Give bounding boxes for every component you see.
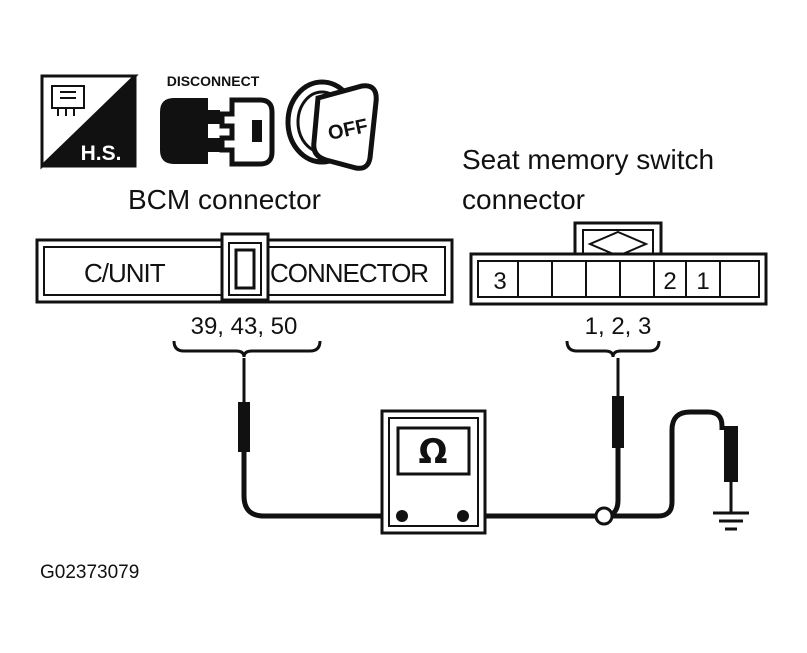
ground-lead bbox=[612, 409, 738, 519]
bcm-connector-title: BCM connector bbox=[128, 184, 321, 215]
disconnect-icon: DISCONNECT bbox=[160, 73, 275, 167]
bcm-pin-brace bbox=[172, 340, 322, 358]
ohmmeter: Ω bbox=[380, 409, 487, 535]
bcm-right-tab-label: CONNECTOR bbox=[270, 258, 428, 288]
bcm-connector: C/UNIT CONNECTOR bbox=[35, 232, 454, 304]
bcm-left-tab-label: C/UNIT bbox=[84, 258, 166, 288]
figure-code: G02373079 bbox=[40, 562, 139, 583]
seat-cell-3-label: 3 bbox=[493, 268, 506, 295]
harness-side-label: H.S. bbox=[81, 142, 122, 165]
ground-symbol bbox=[713, 511, 749, 531]
seat-cell-1-label: 1 bbox=[696, 268, 709, 295]
seat-switch-title-line1: Seat memory switch bbox=[462, 144, 714, 175]
disconnect-label: DISCONNECT bbox=[167, 73, 260, 89]
right-probe-lead bbox=[463, 358, 624, 519]
seat-switch-title-line2: connector bbox=[462, 184, 585, 215]
wire-junction bbox=[594, 506, 614, 526]
seat-switch-connector: 3 2 1 bbox=[469, 221, 768, 306]
ohm-symbol: Ω bbox=[419, 432, 448, 472]
ignition-off-icon: OFF bbox=[285, 79, 379, 171]
meter-terminal-left bbox=[396, 510, 408, 522]
meter-terminal-right bbox=[457, 510, 469, 522]
bcm-pin-numbers: 39, 43, 50 bbox=[191, 313, 298, 340]
left-probe-lead bbox=[238, 358, 402, 519]
seat-pin-brace bbox=[565, 340, 661, 358]
seat-cell-2-label: 2 bbox=[663, 268, 676, 295]
seat-pin-numbers: 1, 2, 3 bbox=[585, 313, 652, 340]
harness-side-icon: H.S. bbox=[40, 74, 139, 170]
